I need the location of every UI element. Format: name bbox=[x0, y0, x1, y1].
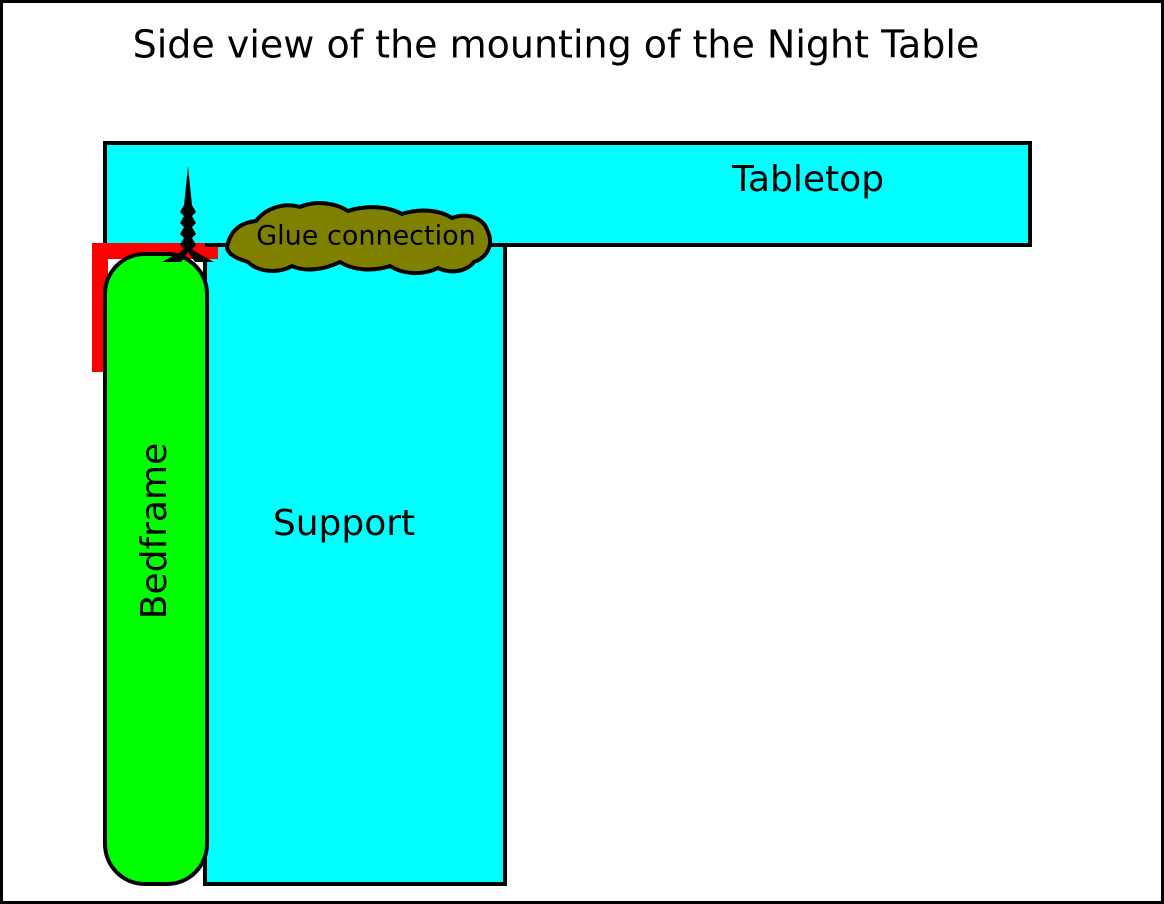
glue-connection-label: Glue connection bbox=[256, 221, 476, 252]
diagram-title: Side view of the mounting of the Night T… bbox=[133, 23, 980, 67]
bedframe-label: Bedframe bbox=[134, 443, 175, 619]
screw-fastener bbox=[162, 166, 214, 262]
tabletop-label: Tabletop bbox=[731, 159, 884, 200]
support-label: Support bbox=[273, 503, 415, 544]
support-body bbox=[203, 243, 507, 886]
screw-threaded-body bbox=[162, 166, 214, 262]
bedframe-body bbox=[103, 252, 209, 886]
glue-connection-blob bbox=[225, 201, 493, 275]
